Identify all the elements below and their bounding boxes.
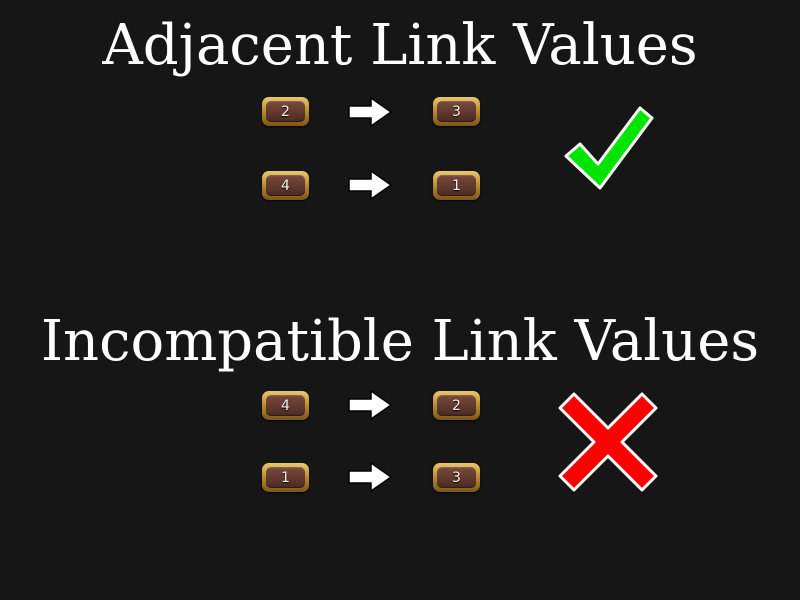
adjacent-section-title: Adjacent Link Values — [102, 13, 698, 78]
arrow-right-icon — [348, 389, 393, 421]
link-tile-to: 3 — [433, 97, 480, 126]
incompatible-section-title: Incompatible Link Values — [40, 309, 760, 374]
arrow-right-icon — [348, 96, 393, 128]
link-tile-from: 2 — [262, 97, 309, 126]
link-value: 2 — [452, 397, 461, 414]
link-value: 2 — [281, 103, 290, 120]
link-value: 3 — [452, 103, 461, 120]
cross-icon — [558, 392, 658, 492]
link-value: 1 — [281, 469, 290, 486]
link-value: 4 — [281, 177, 290, 194]
link-value: 3 — [452, 469, 461, 486]
arrow-right-icon — [348, 169, 393, 201]
link-tile-from: 1 — [262, 463, 309, 492]
arrow-right-icon — [348, 461, 393, 493]
link-tile-from: 4 — [262, 391, 309, 420]
check-icon — [564, 106, 654, 190]
link-tile-to: 2 — [433, 391, 480, 420]
link-tile-from: 4 — [262, 171, 309, 200]
link-tile-to: 1 — [433, 171, 480, 200]
link-value: 1 — [452, 177, 461, 194]
link-value: 4 — [281, 397, 290, 414]
link-tile-to: 3 — [433, 463, 480, 492]
